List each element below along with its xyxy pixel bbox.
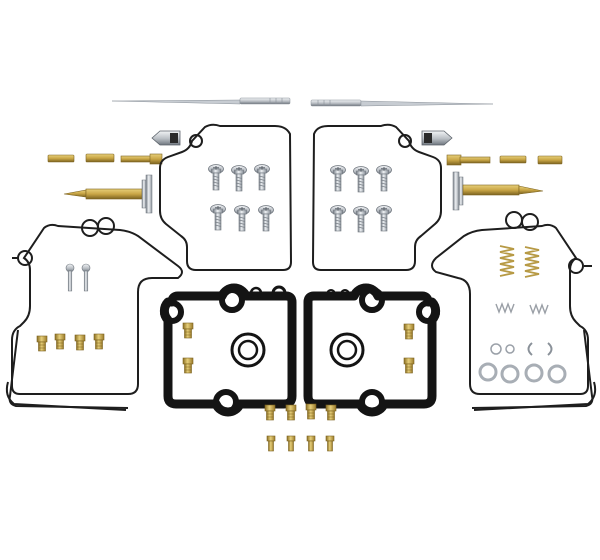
brass-jets-top-left xyxy=(47,153,163,165)
brass-jets-center-right xyxy=(403,323,415,374)
washers-right xyxy=(478,342,567,384)
jet-needle-left xyxy=(111,97,291,105)
screws-left xyxy=(208,164,274,232)
brass-jets-top-right xyxy=(446,154,563,166)
float-bowl-gasket-left xyxy=(159,123,293,271)
black-gasket-left xyxy=(159,283,297,417)
fuel-mixture-screw-left xyxy=(63,174,153,214)
fuel-mixture-screw-right xyxy=(452,171,544,211)
brass-jets-left-gasket xyxy=(36,333,105,352)
float-needle-valve-right xyxy=(421,130,453,146)
screws-right xyxy=(330,165,392,233)
springs-right xyxy=(495,245,549,314)
carburetor-gasket-large-left xyxy=(5,217,183,411)
black-gasket-right xyxy=(303,283,441,417)
float-bowl-gasket-right xyxy=(311,123,442,271)
main-jets-bottom xyxy=(264,403,337,452)
float-needle-valve-left xyxy=(151,130,181,146)
carburetor-gasket-large-right xyxy=(431,211,597,411)
brass-jets-center-left xyxy=(182,322,194,374)
small-screws-left xyxy=(65,263,91,292)
jet-needle-right xyxy=(310,99,494,107)
